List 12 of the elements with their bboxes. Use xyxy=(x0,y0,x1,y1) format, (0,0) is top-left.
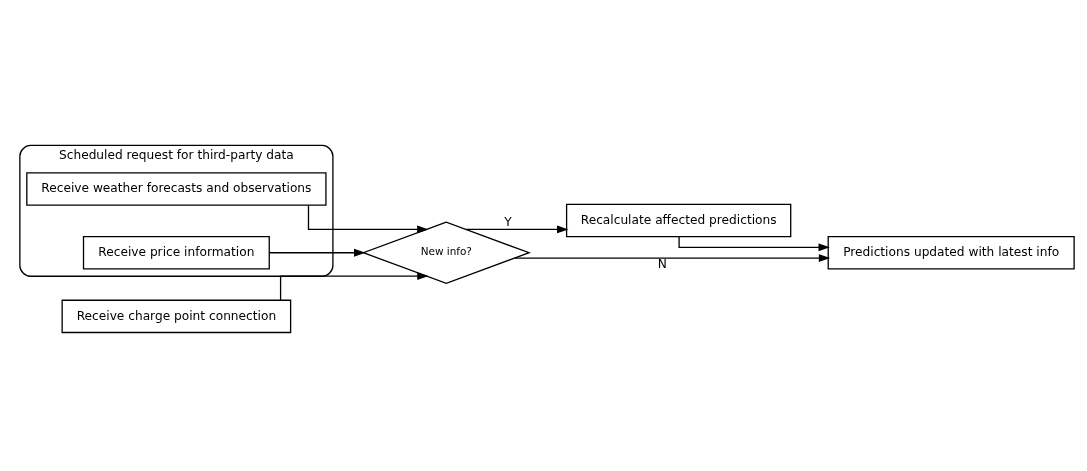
node-box: Recalculate affected predictions xyxy=(565,203,792,238)
arrow xyxy=(678,236,830,252)
arrow xyxy=(513,254,831,263)
node-box: Receive weather forecasts and observations xyxy=(26,172,327,206)
arrow xyxy=(268,248,366,257)
arrow xyxy=(307,204,429,234)
node-box: Receive charge point connection xyxy=(61,299,292,334)
edge-label: N xyxy=(657,256,667,271)
arrow xyxy=(465,225,569,234)
node-box: Receive price information xyxy=(82,235,270,270)
node-box: Predictions updated with latest info xyxy=(827,235,1075,270)
arrow xyxy=(279,272,429,301)
